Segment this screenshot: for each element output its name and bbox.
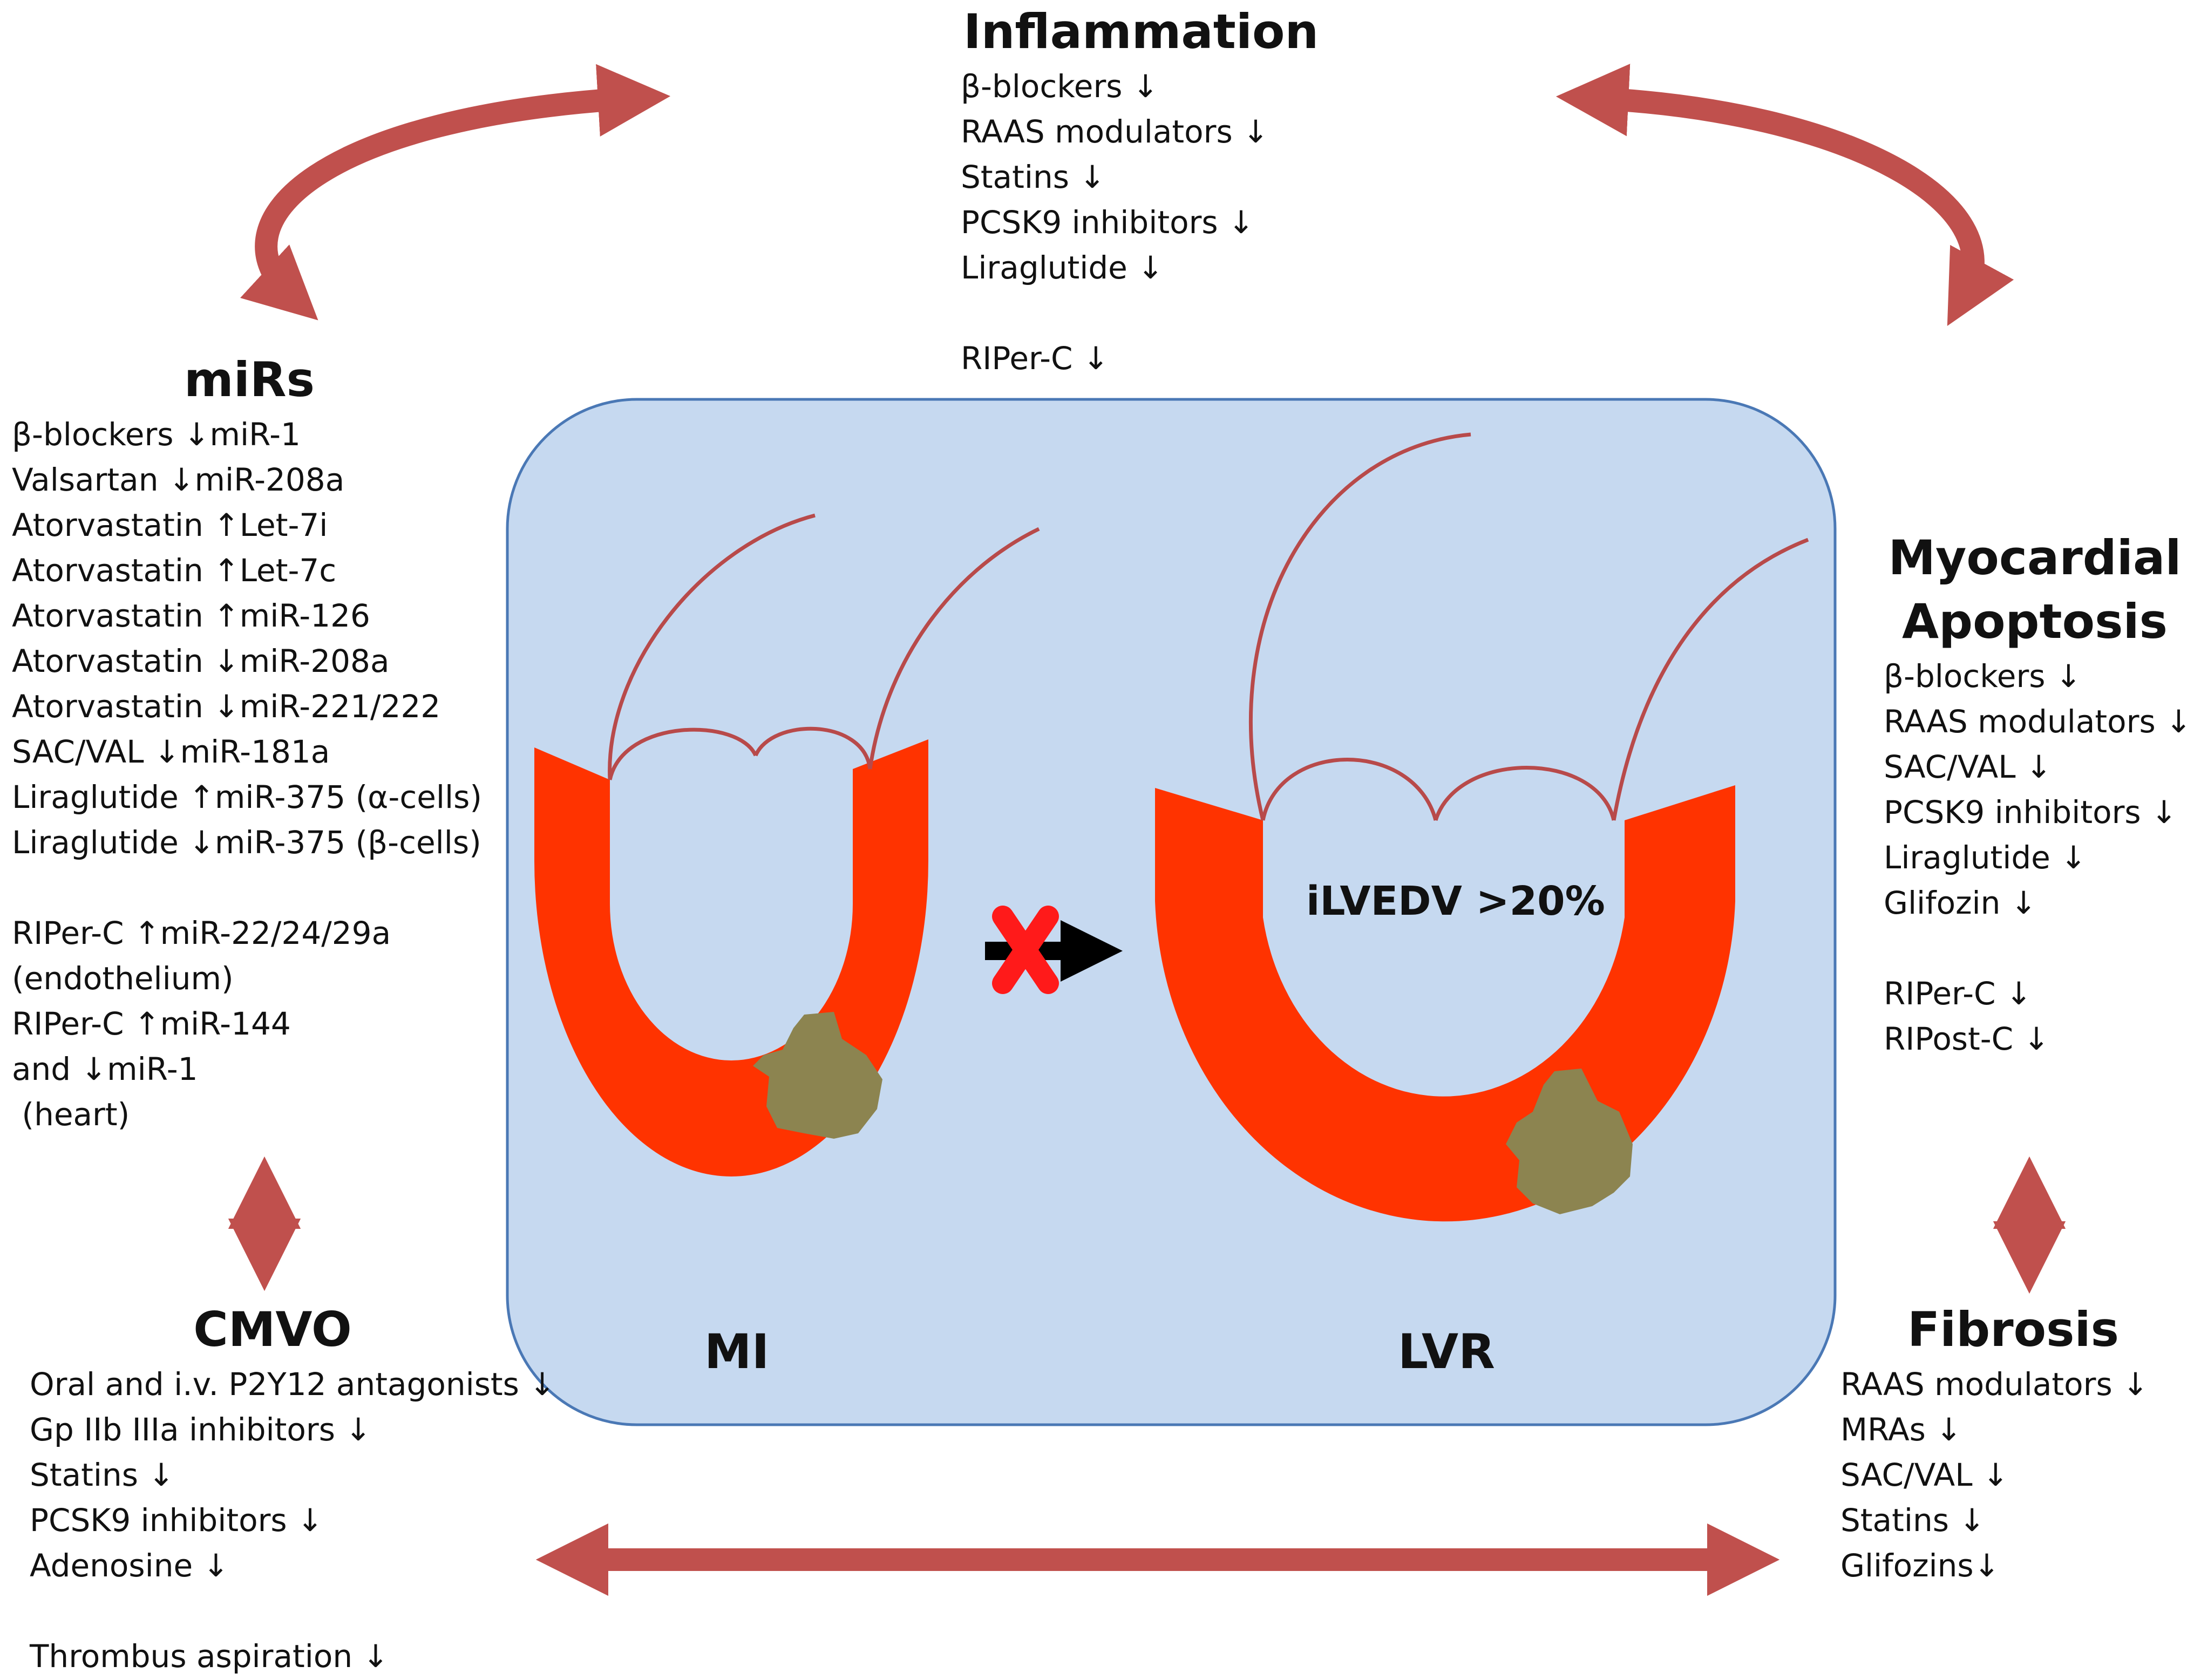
- mirs-list: β-blockers ↓miR-1 Valsartan ↓miR-208a At…: [12, 412, 530, 1137]
- list-item: Liraglutide ↑miR-375 (α-cells): [12, 779, 482, 815]
- list-item: SAC/VAL ↓miR-181a: [12, 733, 330, 770]
- arrow-mirs-inflammation: [240, 64, 671, 321]
- list-item: Statins ↓: [961, 159, 1105, 195]
- list-item: and ↓miR-1: [12, 1051, 198, 1087]
- mirs-title: miRs: [184, 352, 315, 407]
- mi-label: MI: [704, 1324, 770, 1379]
- fibrosis-list: RAAS modulators ↓ MRAs ↓ SAC/VAL ↓ Stati…: [1840, 1362, 2186, 1588]
- list-item: RAAS modulators ↓: [961, 113, 1269, 150]
- list-item: RIPer-C ↑miR-144: [12, 1005, 291, 1042]
- list-item: Atorvastatin ↓miR-221/222: [12, 688, 441, 725]
- list-item: SAC/VAL ↓: [1884, 749, 2052, 785]
- mi-infarct: [753, 1012, 882, 1139]
- lvr-heart: [1155, 432, 1809, 1222]
- connecting-arrows: [228, 64, 2066, 1596]
- list-item: Glifozin ↓: [1884, 885, 2037, 921]
- apoptosis-title-line1: Myocardial: [1888, 530, 2182, 586]
- inflammation-list: β-blockers ↓ RAAS modulators ↓ Statins ↓…: [961, 64, 1662, 381]
- list-item: Liraglutide ↓: [1884, 839, 2087, 876]
- list-item: PCSK9 inhibitors ↓: [961, 204, 1254, 241]
- lvr-infarct: [1506, 1069, 1633, 1214]
- list-item: RIPer-C ↓: [1884, 975, 2032, 1012]
- list-item: Atorvastatin ↓miR-208a: [12, 643, 390, 679]
- mi-heart: [534, 513, 1040, 1176]
- cmvo-section: CMVO Oral and i.v. P2Y12 antagonists ↓ G…: [30, 1298, 569, 1679]
- mi-valve-lines: [608, 513, 1040, 780]
- list-item: Liraglutide ↓miR-375 (β-cells): [12, 824, 481, 861]
- list-item: RIPer-C ↓: [961, 340, 1109, 377]
- list-item: RIPer-C ↑miR-22/24/29a: [12, 915, 391, 951]
- list-item: RAAS modulators ↓: [1884, 703, 2192, 740]
- inflammation-title: Inflammation: [963, 4, 1319, 59]
- lvr-label: LVR: [1398, 1324, 1495, 1379]
- list-item: Glifozins↓: [1840, 1547, 2000, 1584]
- list-item: SAC/VAL ↓: [1840, 1457, 2009, 1493]
- blocked-x-icon: [992, 906, 1059, 994]
- list-item: (heart): [12, 1096, 130, 1133]
- list-item: Atorvastatin ↑Let-7c: [12, 552, 337, 589]
- blocked-progression-arrow: [985, 906, 1123, 994]
- mirs-section: miRs β-blockers ↓miR-1 Valsartan ↓miR-20…: [12, 348, 530, 1137]
- lvr-valve-lines: [1249, 432, 1809, 821]
- list-item: Statins ↓: [30, 1457, 174, 1493]
- apoptosis-section: Myocardial Apoptosis β-blockers ↓ RAAS m…: [1884, 526, 2192, 1062]
- list-item: Statins ↓: [1840, 1502, 1985, 1539]
- list-item: Adenosine ↓: [30, 1547, 229, 1584]
- list-item: Valsartan ↓miR-208a: [12, 461, 345, 498]
- list-item: β-blockers ↓miR-1: [12, 416, 301, 453]
- lvr-annotation: iLVEDV >20%: [1306, 878, 1605, 924]
- inflammation-section: Inflammation β-blockers ↓ RAAS modulator…: [961, 0, 1662, 381]
- list-item: (endothelium): [12, 960, 234, 997]
- list-item: Atorvastatin ↑miR-126: [12, 597, 370, 634]
- list-item: PCSK9 inhibitors ↓: [1884, 794, 2177, 831]
- list-item: MRAs ↓: [1840, 1411, 1962, 1448]
- apoptosis-title-line2: Apoptosis: [1902, 594, 2168, 649]
- list-item: Oral and i.v. P2Y12 antagonists ↓: [30, 1366, 555, 1403]
- list-item: Gp IIb IIIa inhibitors ↓: [30, 1411, 371, 1448]
- apoptosis-list: β-blockers ↓ RAAS modulators ↓ SAC/VAL ↓…: [1884, 654, 2192, 1062]
- list-item: β-blockers ↓: [1884, 658, 2082, 695]
- list-item: PCSK9 inhibitors ↓: [30, 1502, 323, 1539]
- fibrosis-title: Fibrosis: [1907, 1302, 2120, 1357]
- list-item: β-blockers ↓: [961, 68, 1159, 105]
- list-item: RAAS modulators ↓: [1840, 1366, 2149, 1403]
- cmvo-title: CMVO: [193, 1302, 352, 1357]
- list-item: RIPost-C ↓: [1884, 1021, 2050, 1057]
- cmvo-list: Oral and i.v. P2Y12 antagonists ↓ Gp IIb…: [30, 1362, 569, 1679]
- fibrosis-section: Fibrosis RAAS modulators ↓ MRAs ↓ SAC/VA…: [1840, 1298, 2186, 1588]
- list-item: Liraglutide ↓: [961, 249, 1164, 286]
- arrow-inflammation-apoptosis: [1556, 64, 2014, 327]
- list-item: Thrombus aspiration ↓: [30, 1638, 389, 1675]
- list-item: Atorvastatin ↑Let-7i: [12, 507, 328, 543]
